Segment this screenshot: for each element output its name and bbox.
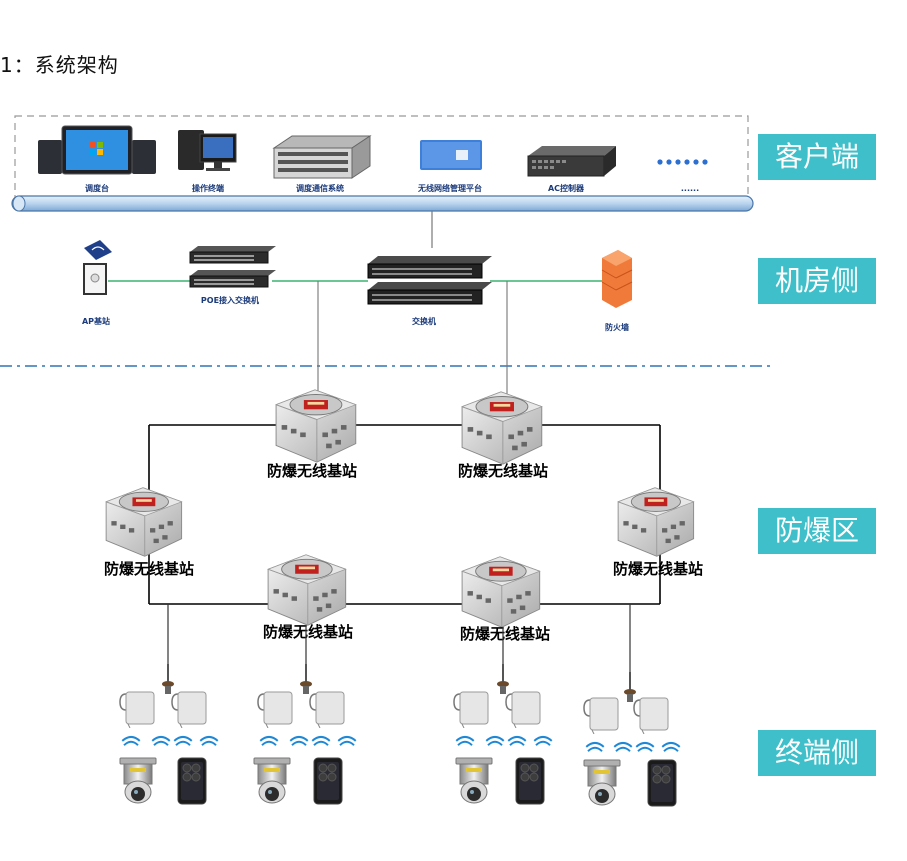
- network-bus-pipe: [11, 195, 754, 212]
- camera-icon: [583, 759, 621, 806]
- device-label-ap: AP基站: [82, 316, 110, 326]
- wifi-icon: [151, 735, 171, 747]
- poe-switch-icon: [189, 246, 276, 288]
- ac-controller-icon: [527, 146, 616, 177]
- client-zone-frame: [14, 115, 749, 201]
- panel-antenna-icon: [505, 691, 541, 728]
- terminal-group-2: [253, 664, 357, 805]
- more-devices-dots: [657, 159, 708, 165]
- antenna-icon: [300, 664, 312, 694]
- wifi-icon: [613, 741, 633, 753]
- bs-label-top-right: 防爆无线基站: [458, 462, 548, 480]
- panel-antenna-icon: [309, 691, 345, 728]
- operation-terminal-icon: [178, 130, 237, 171]
- phone-icon: [515, 757, 545, 805]
- base-station-mid-left: [105, 487, 183, 557]
- wifi-icon: [259, 735, 279, 747]
- device-label-dispatch-console: 调度台: [85, 183, 109, 193]
- management-platform-icon: [420, 140, 482, 170]
- zone-label-machine-room: 机房侧: [758, 258, 876, 304]
- antenna-icon: [497, 664, 509, 694]
- bs-label-bottom-right: 防爆无线基站: [460, 625, 550, 643]
- base-station-mid-right: [617, 487, 695, 557]
- wifi-icon: [199, 735, 219, 747]
- camera-icon: [455, 757, 493, 804]
- phone-icon: [177, 757, 207, 805]
- terminal-group-4: [583, 672, 681, 807]
- wifi-icon: [337, 735, 357, 747]
- zone-label-terminal: 终端侧: [758, 730, 876, 776]
- wifi-icon: [455, 735, 475, 747]
- terminal-group-3: [453, 664, 553, 805]
- panel-antenna-icon: [171, 691, 207, 728]
- zone-label-explosion-proof: 防爆区: [758, 508, 876, 554]
- wifi-icon: [635, 741, 655, 753]
- wifi-icon: [533, 735, 553, 747]
- panel-antenna-icon: [583, 697, 619, 734]
- base-station-bottom-left: [267, 554, 347, 626]
- drop-lines: [317, 281, 508, 394]
- panel-antenna-icon: [633, 697, 669, 734]
- device-label-operation-terminal: 操作终端: [192, 183, 224, 193]
- panel-antenna-icon: [453, 691, 489, 728]
- dispatch-console-icon: [38, 125, 156, 175]
- bs-label-top-left: 防爆无线基站: [267, 462, 357, 480]
- panel-antenna-icon: [119, 691, 155, 728]
- device-label-poe-switch: POE接入交换机: [201, 295, 259, 305]
- ap-base-station-icon: [83, 240, 112, 295]
- antenna-icon: [624, 672, 636, 702]
- base-station-bottom-right: [461, 556, 541, 628]
- base-station-top-right: [461, 391, 543, 465]
- wifi-icon: [121, 735, 141, 747]
- device-label-more: ......: [681, 184, 699, 193]
- bs-label-bottom-left: 防爆无线基站: [263, 623, 353, 641]
- camera-icon: [119, 757, 157, 804]
- device-label-firewall: 防火墙: [605, 322, 629, 332]
- wifi-icon: [173, 735, 193, 747]
- bs-label-mid-left: 防爆无线基站: [104, 560, 194, 578]
- device-label-network-mgmt-platform: 无线网络管理平台: [417, 183, 482, 193]
- phone-icon: [647, 759, 677, 807]
- bs-label-mid-right: 防爆无线基站: [613, 560, 703, 578]
- core-switch-icon: [367, 256, 492, 305]
- wifi-icon: [585, 741, 605, 753]
- antenna-feeders: [167, 604, 631, 676]
- device-label-dispatch-comm-system: 调度通信系统: [296, 183, 344, 193]
- camera-icon: [253, 757, 291, 804]
- terminal-group-1: [119, 664, 219, 805]
- device-label-switch: 交换机: [412, 316, 436, 326]
- wifi-icon: [311, 735, 331, 747]
- wifi-icon: [507, 735, 527, 747]
- antenna-icon: [162, 664, 174, 694]
- wifi-icon: [485, 735, 505, 747]
- server-rack-icon: [272, 135, 372, 179]
- firewall-icon: [601, 250, 633, 308]
- zone-label-client: 客户端: [758, 134, 876, 180]
- wifi-icon: [289, 735, 309, 747]
- ring-network: [148, 424, 661, 605]
- wifi-icon: [661, 741, 681, 753]
- device-label-ac-controller: AC控制器: [548, 183, 585, 193]
- base-station-top-left: [275, 389, 357, 463]
- panel-antenna-icon: [257, 691, 293, 728]
- page-title: 1：系统架构: [0, 53, 119, 77]
- phone-icon: [313, 757, 343, 805]
